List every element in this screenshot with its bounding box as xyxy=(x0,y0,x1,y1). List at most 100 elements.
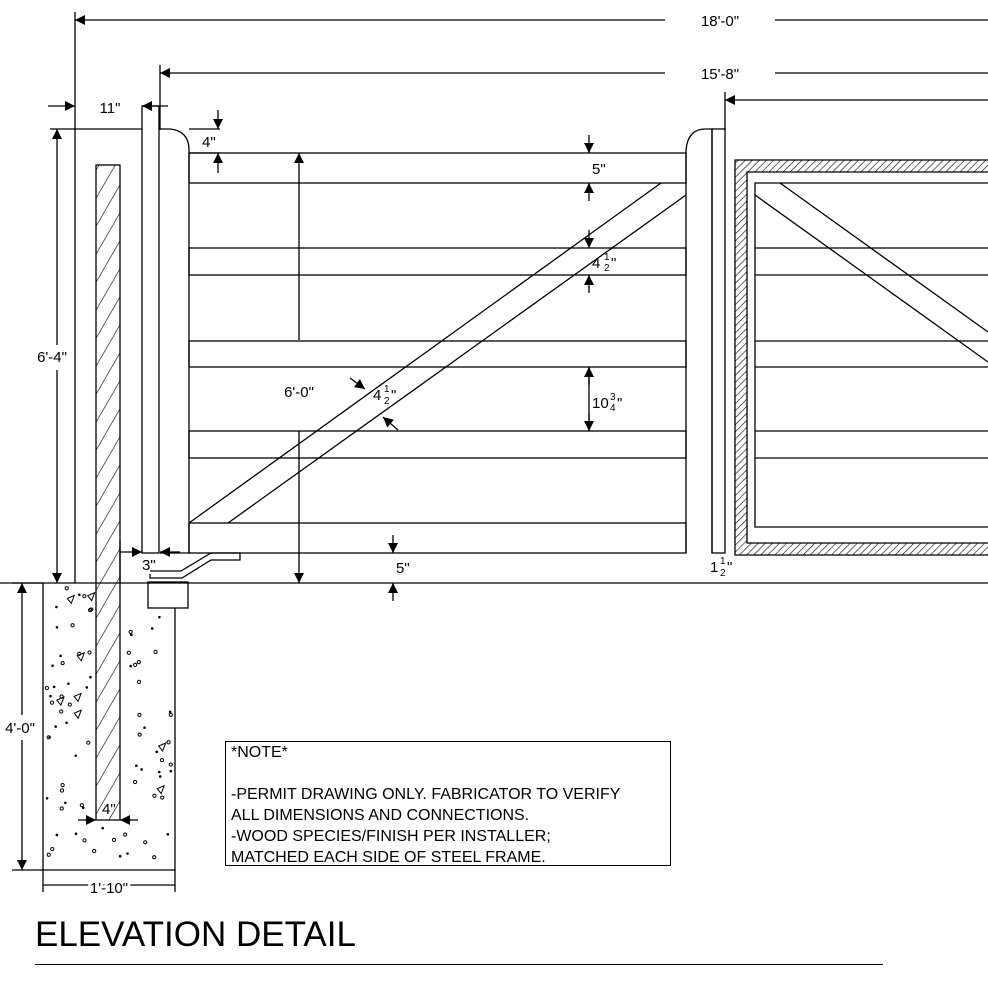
concrete-aggregate xyxy=(73,692,83,703)
note-heading: *NOTE* xyxy=(231,744,288,761)
concrete-aggregate xyxy=(49,694,52,698)
concrete-aggregate xyxy=(59,709,64,714)
rails xyxy=(188,152,687,554)
label-diagonal: 4 1 2 " xyxy=(373,384,396,407)
concrete-aggregate xyxy=(89,607,94,612)
concrete-aggregate xyxy=(82,594,87,599)
concrete-aggregate xyxy=(48,735,51,739)
concrete-aggregate xyxy=(169,769,173,773)
adjacent-gate-frame xyxy=(734,159,988,556)
concrete-aggregate xyxy=(160,795,165,800)
concrete-aggregate xyxy=(129,664,132,668)
concrete-aggregate xyxy=(54,725,57,728)
concrete-aggregate xyxy=(79,803,84,808)
label-post-top: 4" xyxy=(202,134,216,151)
label-top-rail: 5" xyxy=(592,161,606,178)
concrete-aggregate xyxy=(82,806,85,810)
gate-end-left xyxy=(160,128,190,554)
concrete-aggregate xyxy=(152,855,157,860)
concrete-aggregate xyxy=(86,591,96,602)
dim-gate-width xyxy=(159,65,988,130)
concrete-aggregate xyxy=(66,594,76,605)
concrete-aggregate xyxy=(64,586,69,591)
concrete-aggregate xyxy=(59,788,65,793)
concrete-aggregate xyxy=(44,685,49,691)
concrete-aggregate xyxy=(56,696,65,707)
title-underline xyxy=(35,964,883,965)
concrete-aggregate xyxy=(74,832,78,836)
concrete-aggregate xyxy=(46,852,51,857)
label-post-width: 11" xyxy=(100,100,121,117)
concrete-aggregate xyxy=(168,710,172,714)
dim-diagonal xyxy=(349,377,399,431)
label-footing-depth: 4'-0" xyxy=(5,720,35,737)
concrete-aggregate xyxy=(155,750,159,754)
concrete-aggregate xyxy=(153,649,158,654)
concrete-aggregate xyxy=(159,758,165,763)
svg-text:": " xyxy=(617,395,622,412)
concrete-aggregate xyxy=(137,712,142,717)
note-line: MATCHED EACH SIDE OF STEEL FRAME. xyxy=(231,849,546,866)
svg-text:": " xyxy=(391,387,396,404)
concrete-aggregate xyxy=(74,754,78,757)
svg-text:1: 1 xyxy=(604,252,610,263)
concrete-aggregate xyxy=(67,702,72,707)
concrete-aggregate xyxy=(111,837,117,842)
concrete-aggregate xyxy=(123,832,128,837)
diagonal-brace xyxy=(189,182,686,524)
label-gate-width: 15'-8" xyxy=(701,66,739,83)
concrete-aggregate xyxy=(70,623,75,628)
concrete-aggregate xyxy=(50,846,55,852)
concrete-aggregate xyxy=(55,605,58,609)
concrete-aggregate xyxy=(166,740,171,745)
note-line: -PERMIT DRAWING ONLY. FABRICATOR TO VERI… xyxy=(231,786,621,803)
svg-text:2: 2 xyxy=(384,396,390,407)
concrete-aggregate xyxy=(136,660,141,665)
concrete-aggregate xyxy=(157,770,161,774)
concrete-aggregate xyxy=(150,627,154,630)
gate-end-right xyxy=(685,128,713,553)
svg-text:2: 2 xyxy=(604,263,610,274)
concrete-aggregate xyxy=(136,679,142,685)
concrete-aggregate xyxy=(92,848,97,854)
svg-text:3: 3 xyxy=(610,392,616,403)
concrete-aggregate xyxy=(59,806,64,811)
concrete-aggregate xyxy=(52,685,56,689)
concrete-aggregate xyxy=(168,712,173,717)
dim-hinge-gap xyxy=(119,540,180,583)
concrete-aggregate xyxy=(158,615,161,619)
svg-text:": " xyxy=(611,255,616,272)
concrete-aggregate xyxy=(126,650,131,655)
svg-text:4: 4 xyxy=(373,387,381,404)
concrete-aggregate xyxy=(137,732,142,737)
label-gate-gap: 1 1 2 " xyxy=(710,556,732,579)
label-rail: 4 1 2 " xyxy=(592,252,616,274)
gate-latch-hardware xyxy=(147,552,241,609)
concrete-aggregate xyxy=(64,801,67,805)
note-line: -WOOD SPECIES/FINISH PER INSTALLER; xyxy=(231,828,551,845)
concrete-aggregate xyxy=(168,762,173,767)
label-hinge-gap: 3" xyxy=(142,557,156,574)
label-rail-spacing: 10 3 4 " xyxy=(592,392,622,414)
label-overall-width: 18'-0" xyxy=(701,13,739,30)
concrete-aggregate xyxy=(129,633,133,637)
concrete-aggregate xyxy=(59,694,64,699)
label-embed: 4" xyxy=(102,801,116,818)
concrete-aggregate xyxy=(86,740,91,745)
concrete-aggregate xyxy=(87,650,92,655)
concrete-aggregate xyxy=(133,662,138,667)
label-footing-width: 1'-10" xyxy=(90,880,128,897)
steel-stile-right xyxy=(711,128,726,554)
label-ground-clearance: 5" xyxy=(396,560,410,577)
svg-text:10: 10 xyxy=(592,395,609,412)
concrete-aggregate xyxy=(60,782,65,788)
svg-text:1: 1 xyxy=(384,384,390,395)
concrete-aggregate xyxy=(65,721,68,725)
concrete-aggregate xyxy=(128,629,133,635)
concrete-aggregate xyxy=(89,675,92,679)
svg-text:1: 1 xyxy=(710,559,718,576)
concrete-aggregate xyxy=(78,593,81,597)
concrete-aggregate xyxy=(85,686,89,689)
concrete-aggregate xyxy=(55,833,59,837)
svg-text:4: 4 xyxy=(592,255,600,272)
